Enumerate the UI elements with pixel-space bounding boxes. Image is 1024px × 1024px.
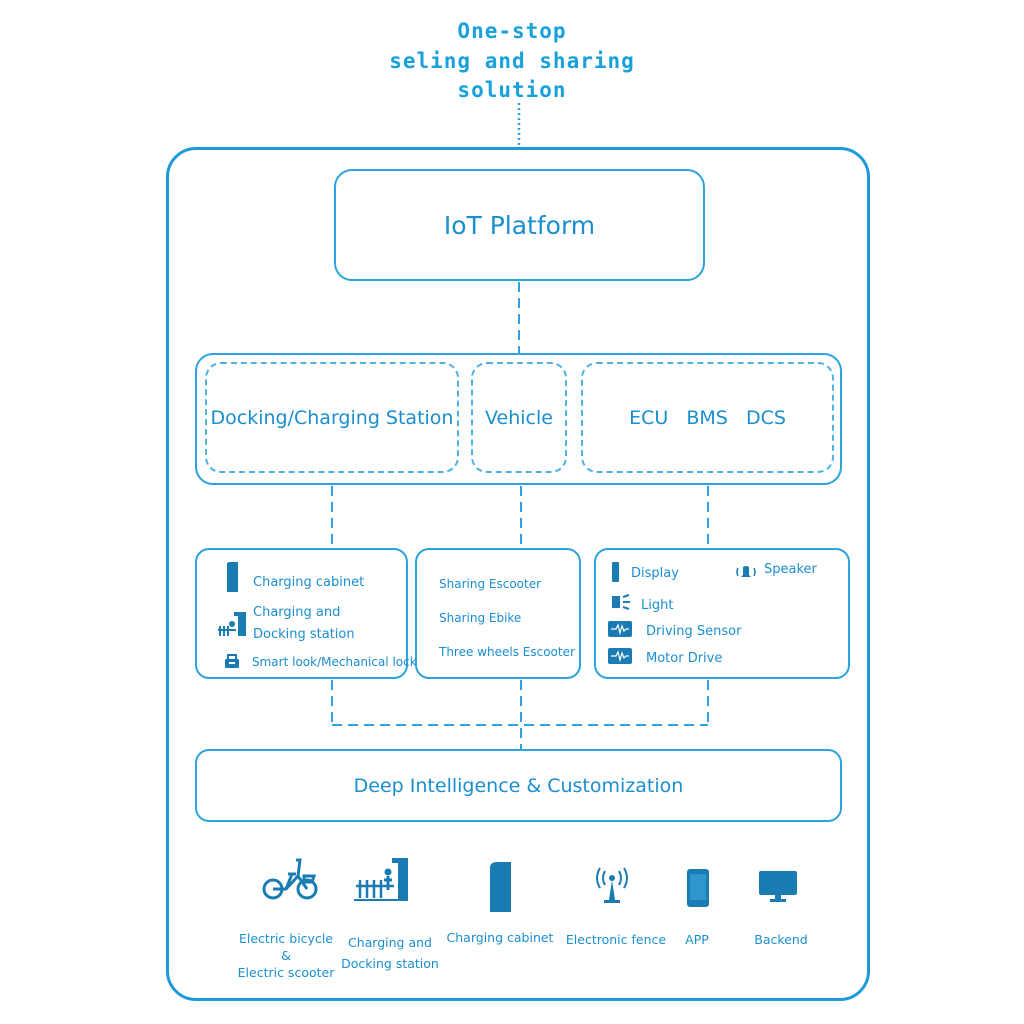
bottom-label-cabinet: Charging cabinet <box>446 930 554 945</box>
right-item-display: Display <box>631 566 679 581</box>
bottom-label-app: APP <box>685 932 709 947</box>
ecu-tier-label: ECU BMS DCS <box>629 406 786 429</box>
bottom-label-backend: Backend <box>754 932 808 947</box>
title-line-2: seling and sharing <box>389 49 635 73</box>
left-item-charging-and: Charging and <box>253 605 341 620</box>
lock-icon <box>225 654 239 668</box>
light-icon <box>612 594 630 610</box>
iot-platform-label: IoT Platform <box>443 210 596 240</box>
right-item-speaker: Speaker <box>764 562 817 577</box>
vehicle-tier-box: Vehicle <box>471 362 567 473</box>
tier-container <box>195 353 842 485</box>
mid-item-escooter: Sharing Escooter <box>439 577 542 591</box>
docking-tier-label: Docking/Charging Station <box>210 406 454 429</box>
bottom-label-bicycle: Electric bicycle & Electric scooter <box>237 931 335 980</box>
vehicle-tier-label: Vehicle <box>485 406 553 429</box>
right-item-driving-sensor: Driving Sensor <box>646 624 742 639</box>
right-item-light: Light <box>641 598 674 613</box>
deep-intelligence-label: Deep Intelligence & Customization <box>353 774 684 797</box>
left-panel <box>195 548 408 679</box>
right-panel <box>594 548 850 679</box>
deep-intelligence-box: Deep Intelligence & Customization <box>195 749 842 822</box>
mid-item-three-wheels: Three wheels Escooter <box>439 645 575 659</box>
title-line-3: solution <box>457 78 567 102</box>
docking-station-icon <box>218 612 246 636</box>
right-item-motor-drive: Motor Drive <box>646 651 723 666</box>
speaker-icon <box>736 566 756 577</box>
left-item-lock: Smart look/Mechanical lock <box>252 655 417 669</box>
phone-icon <box>687 869 709 907</box>
antenna-icon <box>596 867 628 903</box>
outer-frame <box>166 147 870 1001</box>
iot-platform-box: IoT Platform <box>334 169 705 281</box>
left-item-docking-station: Docking station <box>253 627 355 642</box>
bottom-charging-cabinet-icon <box>490 862 511 912</box>
bottom-label-fence: Electronic fence <box>565 932 667 947</box>
docking-tier-box: Docking/Charging Station <box>205 362 459 473</box>
bicycle-icon <box>262 858 318 900</box>
title-line-1: One-stop <box>457 19 567 43</box>
driving-sensor-icon <box>608 621 632 637</box>
mid-item-ebike: Sharing Ebike <box>439 611 522 625</box>
ecu-tier-box: ECU BMS DCS <box>581 362 834 473</box>
motor-drive-icon <box>608 648 632 664</box>
left-item-charging-cabinet: Charging cabinet <box>253 575 365 590</box>
charging-cabinet-icon <box>227 562 238 592</box>
bottom-docking-station-icon <box>354 858 408 901</box>
display-icon <box>612 562 619 582</box>
bottom-label-docking: Charging and Docking station <box>341 935 439 971</box>
monitor-icon <box>759 871 797 902</box>
mid-panel <box>415 548 581 679</box>
